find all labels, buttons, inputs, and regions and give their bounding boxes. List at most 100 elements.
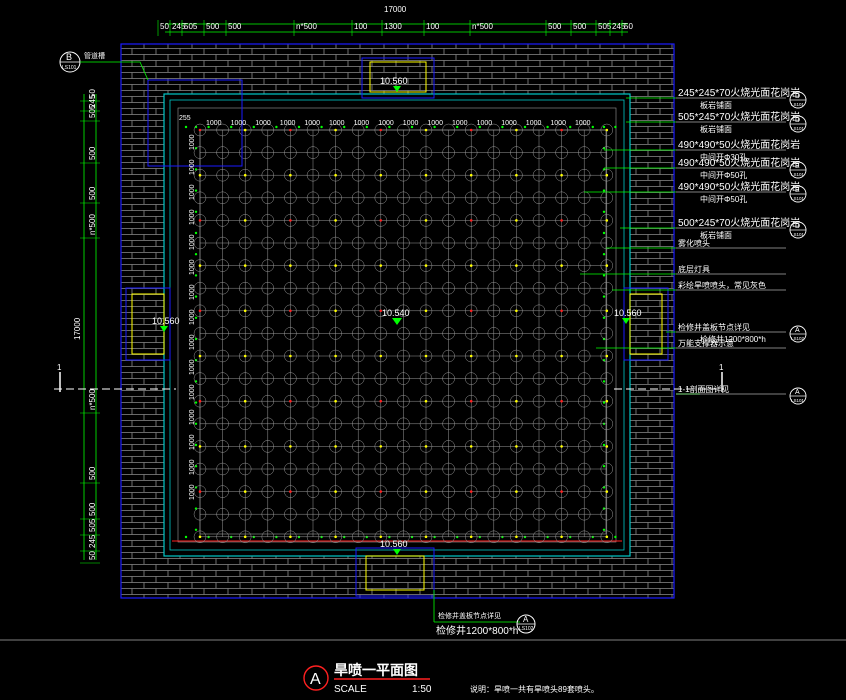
callout-text: 505*245*70火烧光面花岗岩 [678, 110, 800, 123]
nozzle-ring [442, 417, 455, 431]
left-dim-label: 500 [88, 502, 97, 516]
nozzle-ring [193, 440, 207, 453]
nozzle-ring [397, 327, 410, 340]
green-dot [194, 422, 198, 425]
spray-nozzle [560, 264, 563, 267]
hatch-top [361, 57, 435, 99]
nozzle-ring [577, 281, 591, 295]
nozzle-ring [284, 485, 297, 498]
nozzle-ring [577, 485, 591, 498]
nozzle-ring [238, 349, 252, 363]
left-dim-label: 505 [88, 104, 97, 118]
nozzle-ring [555, 440, 568, 453]
green-dot [343, 125, 346, 129]
nozzle-ring [464, 123, 478, 137]
green-edge-dots [184, 125, 617, 539]
nozzle-ring [532, 349, 546, 363]
light-point [469, 490, 473, 493]
grid-spacing-v: 1000 [189, 134, 196, 150]
grid-spacing-h: 1000 [526, 120, 542, 127]
nozzle-ring [261, 417, 275, 431]
green-dot [602, 316, 606, 319]
nozzle-ring [193, 372, 207, 385]
spray-nozzle [379, 445, 383, 448]
scale-label: SCALE [334, 684, 367, 695]
nozzle-ring [600, 214, 614, 227]
spray-nozzle [605, 354, 609, 358]
nozzle-ring [351, 417, 365, 431]
nozzle-ring [193, 349, 207, 363]
nozzle-ring [306, 440, 320, 453]
green-dot [252, 125, 255, 129]
nozzle-ring [419, 304, 433, 318]
nozzle-ring [419, 259, 433, 272]
nozzle-ring [464, 191, 478, 205]
nozzle-ring [238, 123, 252, 137]
callout-tag: A [795, 389, 800, 396]
nozzle-ring [487, 417, 501, 431]
nozzle-ring [351, 372, 365, 385]
spray-nozzle [334, 264, 337, 267]
green-dot [501, 125, 504, 129]
callout-text: 雾化喷头 [678, 238, 710, 248]
nozzle-ring [216, 168, 229, 182]
nozzle-ring [577, 530, 591, 544]
nozzle-ring [487, 530, 501, 544]
spray-nozzle [515, 445, 518, 448]
nozzle-ring [442, 168, 455, 182]
nozzle-ring [374, 304, 388, 318]
spray-nozzle [243, 445, 247, 448]
nozzle-ring [442, 214, 455, 227]
nozzle-ring [216, 146, 229, 159]
nozzle-ring [442, 146, 455, 159]
nozzle-ring [510, 168, 523, 182]
grid-spacing-v: 1000 [189, 284, 196, 300]
spray-nozzle [424, 219, 428, 222]
spray-nozzle [605, 445, 609, 448]
callout-text: 检修井盖板节点详见 [678, 322, 750, 332]
nozzle-ring [419, 168, 433, 182]
nozzle-ring [351, 191, 365, 205]
top-dim-label: 50 [624, 22, 633, 31]
spray-nozzle [605, 264, 609, 267]
nozzle-ring [284, 123, 297, 137]
spray-nozzle [560, 535, 563, 539]
spray-nozzle [424, 490, 428, 493]
nozzle-ring [464, 259, 478, 272]
green-dot [602, 253, 606, 256]
grid-spacing-h: 1000 [575, 120, 591, 127]
nozzle-ring [600, 259, 614, 272]
nozzle-ring [464, 462, 478, 476]
top-dim-label: n*500 [296, 22, 317, 31]
nozzle-ring [351, 214, 365, 227]
detail-outline-b [147, 79, 243, 167]
spray-nozzle [560, 445, 563, 448]
left-dim-label: 500 [88, 146, 97, 160]
nozzle-ring [238, 440, 252, 453]
svg-text:B: B [66, 52, 72, 62]
nozzle-ring [555, 146, 568, 159]
nozzle-ring [555, 259, 568, 272]
nozzle-ring [397, 417, 410, 431]
light-point [560, 219, 563, 222]
nozzle-ring [193, 462, 207, 476]
elevation-center: 10.540 [382, 308, 410, 325]
nozzle-ring [419, 236, 433, 250]
nozzle-ring [532, 372, 546, 385]
nozzle-ring [464, 349, 478, 363]
nozzle-ring [374, 123, 388, 137]
nozzle-ring [600, 281, 614, 295]
nozzle-ring [193, 191, 207, 205]
nozzle-ring [329, 394, 342, 408]
nozzle-ring [216, 304, 229, 318]
grid-spacing-h: 1000 [550, 120, 566, 127]
light-point [469, 128, 473, 132]
spray-nozzle [289, 264, 292, 267]
nozzle-ring [329, 168, 342, 182]
nozzle-ring [487, 440, 501, 453]
nozzle-ring [555, 507, 568, 521]
nozzle-ring [261, 191, 275, 205]
light-point [198, 128, 202, 132]
nozzle-ring [555, 327, 568, 340]
green-dot [194, 189, 198, 192]
